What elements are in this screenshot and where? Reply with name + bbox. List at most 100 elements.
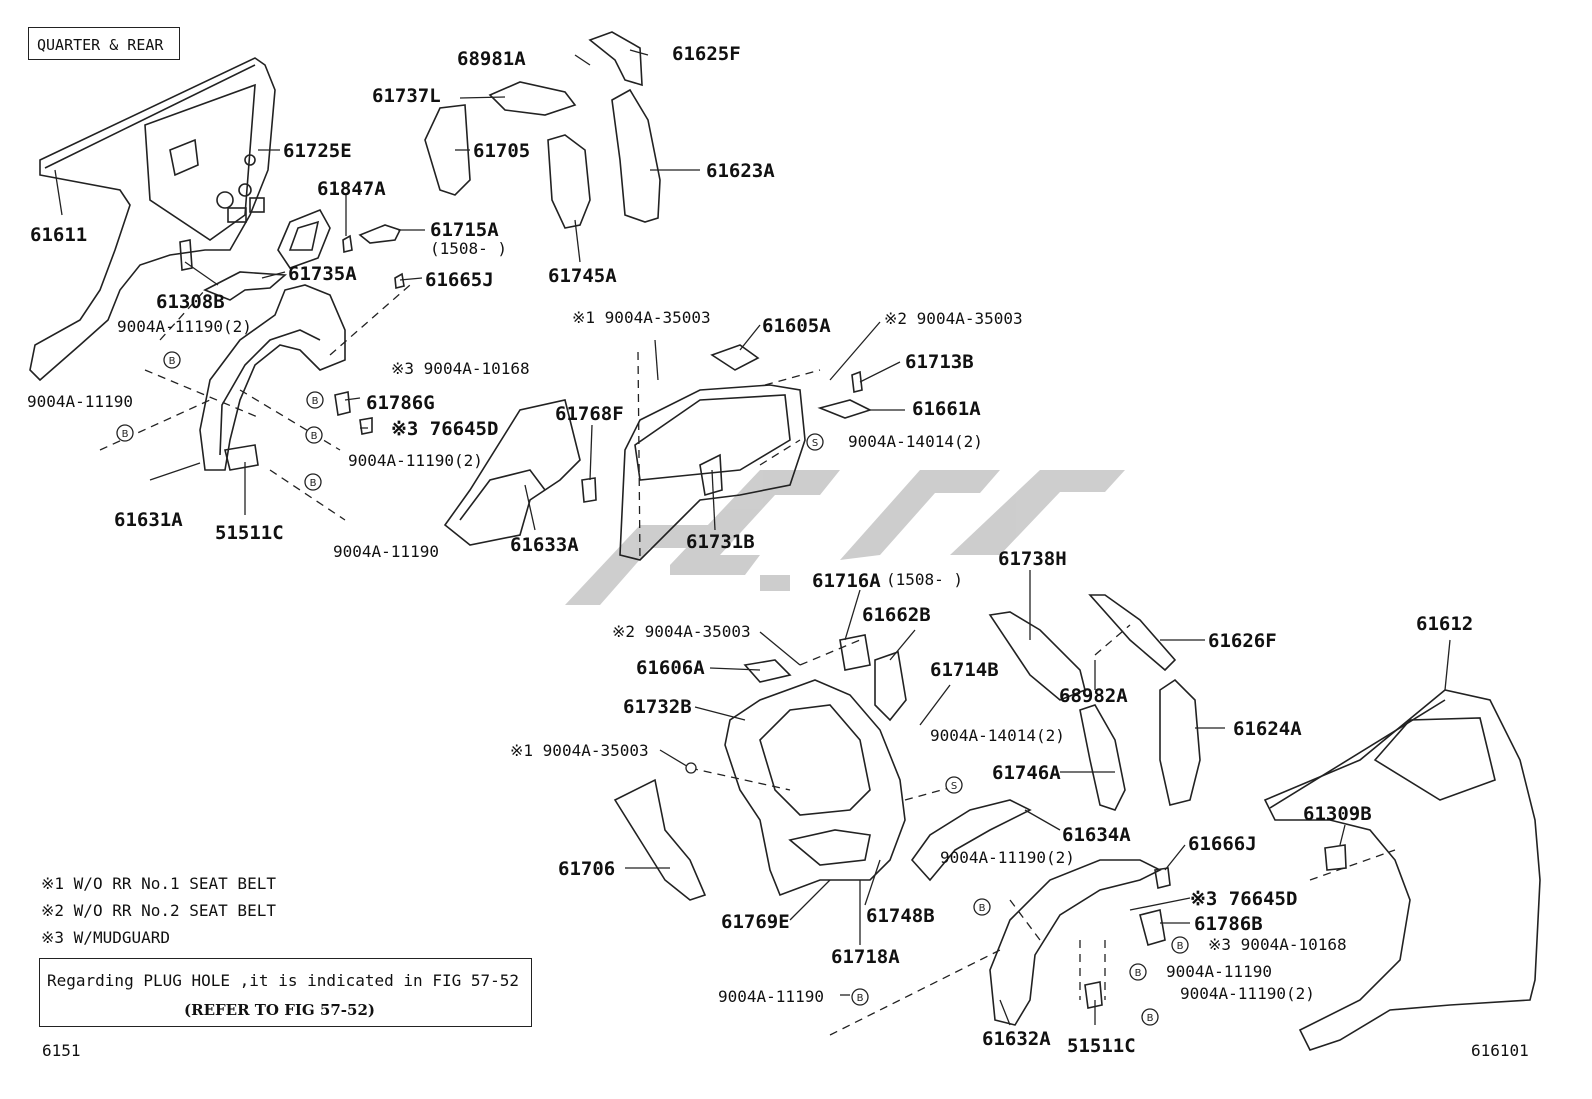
part-61732B-shape xyxy=(724,679,906,897)
part-label-61633A[interactable]: 61633A xyxy=(510,534,579,556)
part-label-61769E[interactable]: 61769E xyxy=(721,911,790,933)
part-label-61665J[interactable]: 61665J xyxy=(425,269,494,291)
part-61633A-shape xyxy=(443,399,581,546)
part-label-61786G[interactable]: 61786G xyxy=(366,392,435,414)
callout-b xyxy=(851,988,869,1006)
part-label-61624A[interactable]: 61624A xyxy=(1233,718,1302,740)
part-label-61612[interactable]: 61612 xyxy=(1416,613,1474,635)
part-label-61623A[interactable]: 61623A xyxy=(706,160,775,182)
part-label-68982A[interactable]: 68982A xyxy=(1059,685,1128,707)
part-label-9004A-11190[interactable]: 9004A-11190 xyxy=(333,542,439,561)
part-label-9004A-11190-2[interactable]: 9004A-11190(2) xyxy=(940,848,1075,867)
part-label-76645D[interactable]: ※3 76645D xyxy=(391,418,499,440)
part-label-61745A[interactable]: 61745A xyxy=(548,265,617,287)
part-label-9004A-11190[interactable]: 9004A-11190 xyxy=(1166,962,1272,981)
part-61625F-shape xyxy=(588,31,643,87)
part-label-61714B[interactable]: 61714B xyxy=(930,659,999,681)
part-label-51511C[interactable]: 51511C xyxy=(1067,1035,1136,1057)
part-label-61309B[interactable]: 61309B xyxy=(1303,803,1372,825)
plug-hole-note-box: Regarding PLUG HOLE ,it is indicated in … xyxy=(39,958,532,1027)
part-label-9004A-10168[interactable]: ※3 9004A-10168 xyxy=(391,359,530,378)
part-label-51511C[interactable]: 51511C xyxy=(215,522,284,544)
part-label-61746A[interactable]: 61746A xyxy=(992,762,1061,784)
part-61706-shape xyxy=(613,778,707,901)
part-label-9004A-10168[interactable]: ※3 9004A-10168 xyxy=(1208,935,1347,954)
svg-text:B: B xyxy=(312,396,319,407)
part-label-61716A[interactable]: 61716A xyxy=(812,570,881,592)
part-label-9004A-14014-2[interactable]: 9004A-14014(2) xyxy=(930,726,1065,745)
part-label-68981A[interactable]: 68981A xyxy=(457,48,526,70)
part-label-61661A[interactable]: 61661A xyxy=(912,398,981,420)
svg-text:B: B xyxy=(311,431,318,442)
part-61626F-shape xyxy=(1088,594,1177,672)
part-drawings xyxy=(29,31,1541,1051)
part-61632A-shape xyxy=(989,859,1162,1026)
part-label-61786B[interactable]: 61786B xyxy=(1194,913,1263,935)
svg-text:B: B xyxy=(1147,1013,1154,1024)
part-label-61634A[interactable]: 61634A xyxy=(1062,824,1131,846)
part-label-9004A-35003[interactable]: ※2 9004A-35003 xyxy=(612,622,751,641)
figure-code-right: 616101 xyxy=(1471,1041,1529,1060)
callout-circles xyxy=(116,351,1189,1026)
part-label-61732B[interactable]: 61732B xyxy=(623,696,692,718)
part-label-61735A[interactable]: 61735A xyxy=(288,263,357,285)
part-61746A-shape xyxy=(1079,704,1126,811)
part-label-61748B[interactable]: 61748B xyxy=(866,905,935,927)
part-61631A-shape xyxy=(199,284,346,471)
diagram-title: QUARTER & REAR xyxy=(37,36,164,54)
part-label-9004A-11190[interactable]: 9004A-11190 xyxy=(27,392,133,411)
footnote-1: ※1 W/O RR No.1 SEAT BELT xyxy=(41,874,276,893)
svg-text:B: B xyxy=(857,993,864,1004)
callout-b xyxy=(1141,1008,1159,1026)
bolt-dot xyxy=(685,762,697,774)
part-label-61705[interactable]: 61705 xyxy=(473,140,531,162)
part-label-9004A-35003[interactable]: ※1 9004A-35003 xyxy=(510,741,649,760)
svg-text:B: B xyxy=(979,903,986,914)
part-label-61626F[interactable]: 61626F xyxy=(1208,630,1277,652)
callout-b xyxy=(973,898,991,916)
part-label-9004A-14014-2[interactable]: 9004A-14014(2) xyxy=(848,432,983,451)
callout-b xyxy=(306,391,324,409)
part-label-61768F[interactable]: 61768F xyxy=(555,403,624,425)
part-label-76645D[interactable]: ※3 76645D xyxy=(1190,888,1298,910)
callout-b xyxy=(163,351,181,369)
part-61745A-shape xyxy=(547,134,591,229)
part-label-61715A[interactable]: 61715A xyxy=(430,219,499,241)
part-label-9004A-11190-2[interactable]: 9004A-11190(2) xyxy=(1180,984,1315,1003)
part-61611-shape xyxy=(29,57,276,382)
callout-b xyxy=(1171,936,1189,954)
part-label-61632A[interactable]: 61632A xyxy=(982,1028,1051,1050)
plug-hole-reference: (REFER TO FIG 57-52) xyxy=(184,1001,375,1019)
callout-b xyxy=(305,426,323,444)
footnote-2: ※2 W/O RR No.2 SEAT BELT xyxy=(41,901,276,920)
part-label-61308B[interactable]: 61308B xyxy=(156,291,225,313)
part-label-61738H[interactable]: 61738H xyxy=(998,548,1067,570)
svg-text:B: B xyxy=(122,429,129,440)
part-label-61606A[interactable]: 61606A xyxy=(636,657,705,679)
callout-letters: B B B B B S S B B B B B xyxy=(122,356,1184,1024)
part-label-9004A-11190-2[interactable]: 9004A-11190(2) xyxy=(348,451,483,470)
part-label-61713B[interactable]: 61713B xyxy=(905,351,974,373)
part-label-61625F[interactable]: 61625F xyxy=(672,43,741,65)
part-61634A-shape xyxy=(910,799,1032,882)
part-label-61631A[interactable]: 61631A xyxy=(114,509,183,531)
part-label-61725E[interactable]: 61725E xyxy=(283,140,352,162)
part-label-9004A-35003[interactable]: ※1 9004A-35003 xyxy=(572,308,711,327)
part-label-61718A[interactable]: 61718A xyxy=(831,946,900,968)
part-61725E-shape xyxy=(277,208,331,269)
part-61623A-shape xyxy=(611,88,661,223)
part-label-61666J[interactable]: 61666J xyxy=(1188,833,1257,855)
svg-text:B: B xyxy=(169,356,176,367)
part-label-61611[interactable]: 61611 xyxy=(30,224,88,246)
figure-code-left: 6151 xyxy=(42,1041,81,1060)
part-label-61706[interactable]: 61706 xyxy=(558,858,616,880)
part-label-61737L[interactable]: 61737L xyxy=(372,85,441,107)
part-label-61662B[interactable]: 61662B xyxy=(862,604,931,626)
part-label-61847A[interactable]: 61847A xyxy=(317,178,386,200)
svg-text:S: S xyxy=(951,781,957,792)
part-label-9004A-11190[interactable]: 9004A-11190 xyxy=(718,987,824,1006)
part-label-9004A-35003[interactable]: ※2 9004A-35003 xyxy=(884,309,1023,328)
part-label-9004A-11190-2[interactable]: 9004A-11190(2) xyxy=(117,317,252,336)
part-label-61731B[interactable]: 61731B xyxy=(686,531,755,553)
part-label-61605A[interactable]: 61605A xyxy=(762,315,831,337)
